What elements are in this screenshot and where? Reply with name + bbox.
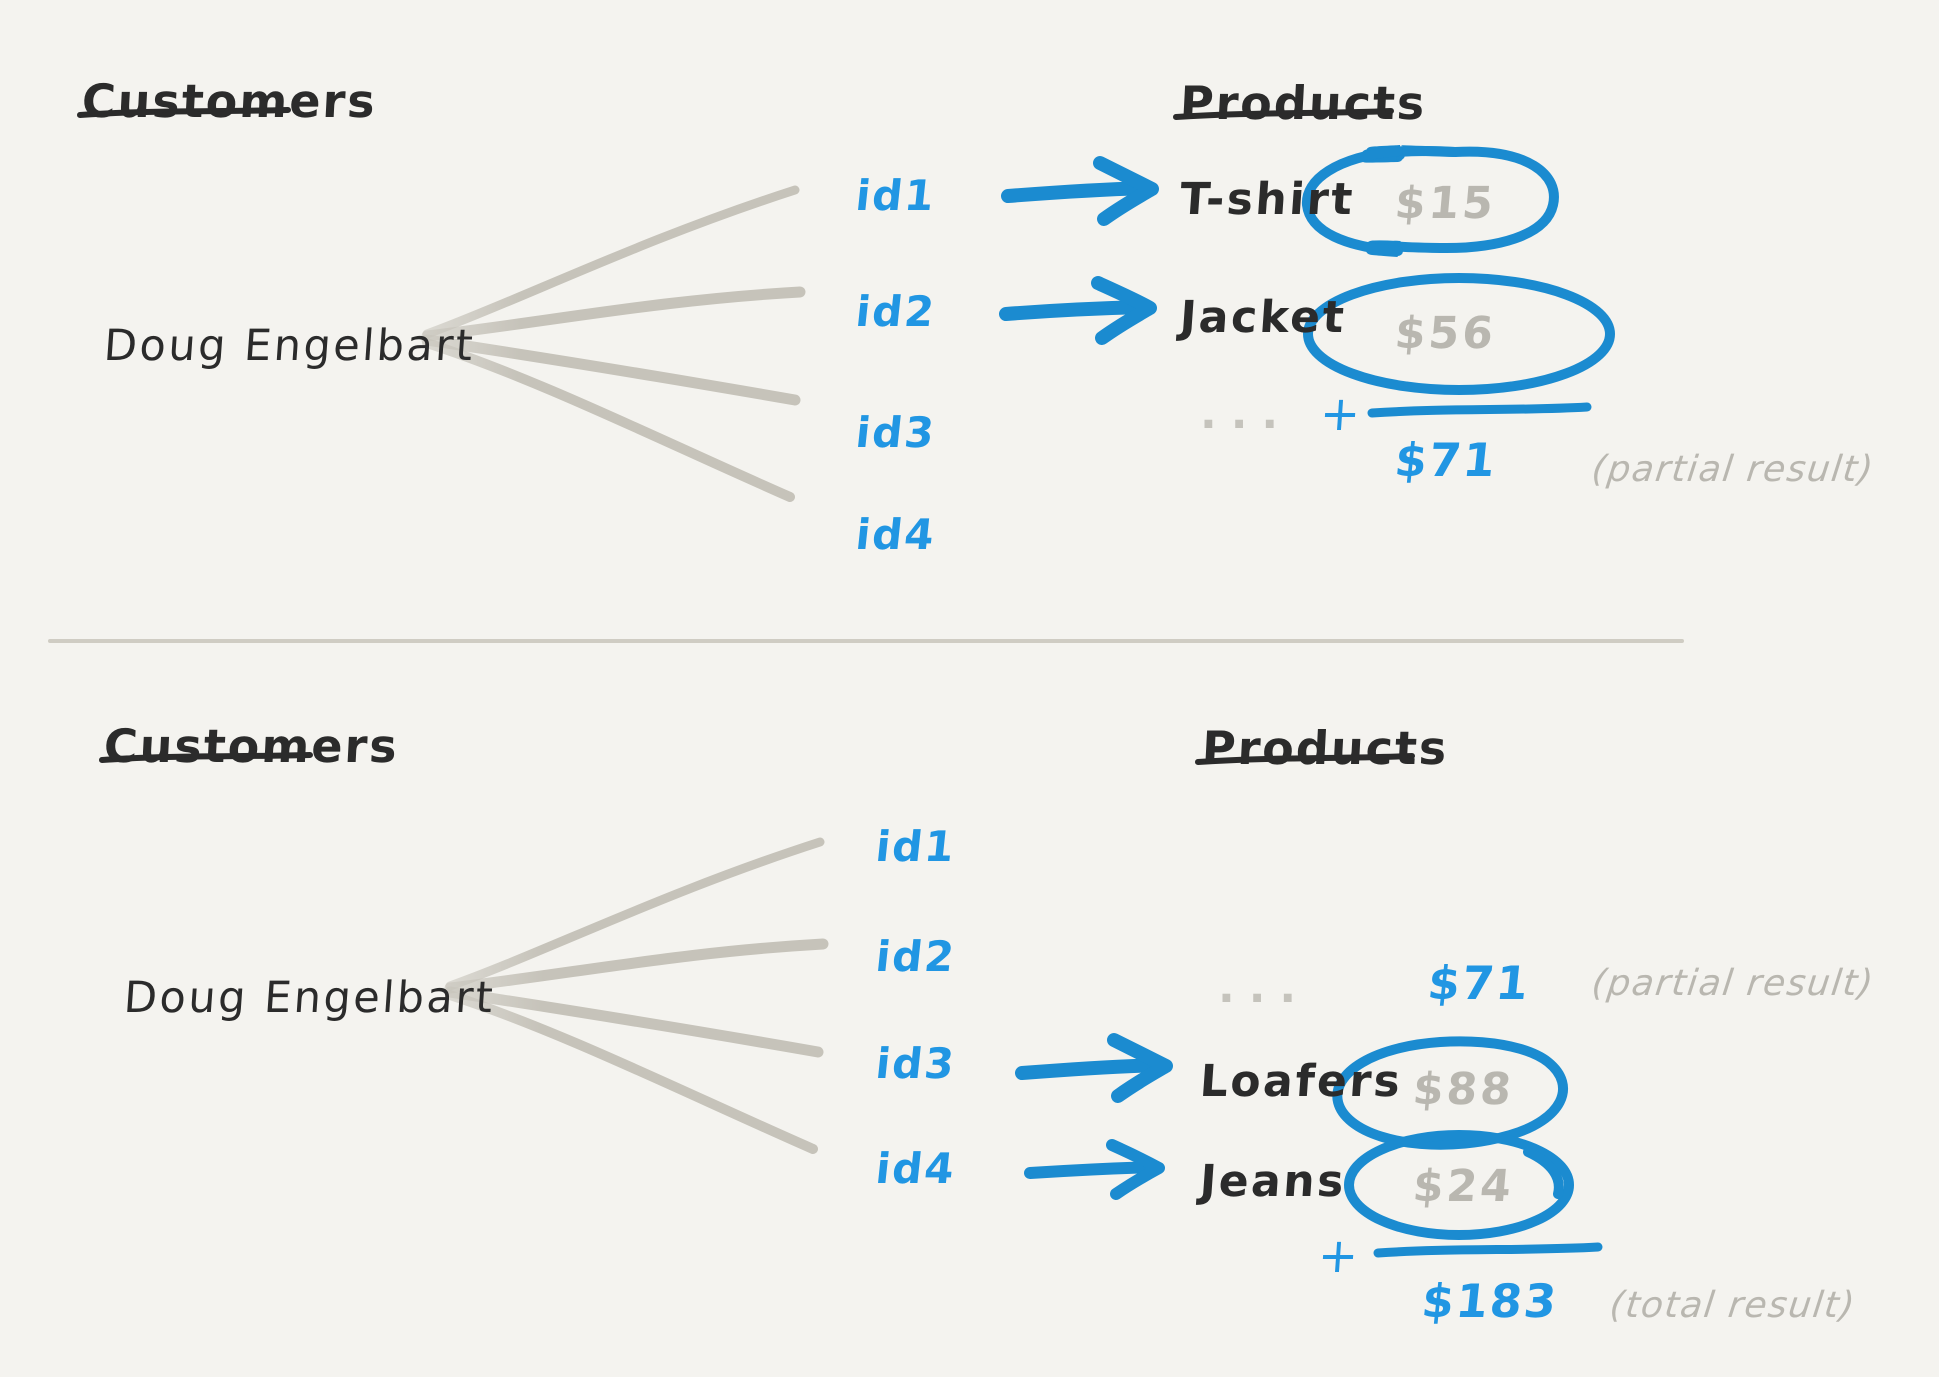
plus-sign-bottom: +	[1316, 1228, 1361, 1284]
product-name-tshirt: T-shirt	[1178, 174, 1357, 225]
id-label-bottom-4[interactable]: id4	[873, 1144, 959, 1193]
customer-name-top: Doug Engelbart	[102, 321, 477, 371]
id-label-bottom-3[interactable]: id3	[873, 1039, 959, 1088]
sum-value-top: $71	[1392, 433, 1500, 487]
plus-sign-top: +	[1318, 386, 1363, 442]
price-jeans: $24	[1410, 1161, 1517, 1212]
fanout-lines-top	[421, 185, 806, 502]
carried-sum-bottom: $71	[1425, 956, 1533, 1010]
arrow-id4-to-jeans	[1024, 1139, 1165, 1200]
heading-customers-top: Customers	[80, 74, 379, 128]
id-label-bottom-2[interactable]: id2	[873, 932, 959, 981]
id-label-top-4[interactable]: id4	[853, 510, 939, 559]
arrow-id3-to-loafers	[1015, 1033, 1173, 1103]
heading-customers-bottom: Customers	[102, 719, 401, 773]
price-tshirt: $15	[1392, 178, 1499, 229]
ellipsis-bottom: ...	[1218, 962, 1311, 1013]
price-jacket: $56	[1392, 308, 1499, 359]
price-loafers: $88	[1410, 1064, 1517, 1115]
heading-products-top: Products	[1178, 76, 1428, 130]
customer-name-bottom: Doug Engelbart	[122, 973, 497, 1023]
product-name-loafers: Loafers	[1198, 1056, 1405, 1107]
sum-line-bottom	[1373, 1242, 1603, 1258]
arrow-id1-to-tshirt	[1001, 156, 1159, 226]
sum-value-bottom: $183	[1419, 1274, 1561, 1328]
note-partial-result-top: (partial result)	[1589, 449, 1877, 490]
id-label-top-2[interactable]: id2	[853, 287, 939, 336]
fanout-lines-bottom	[444, 837, 829, 1154]
note-partial-result-bottom: (partial result)	[1589, 963, 1877, 1004]
sum-line-top	[1367, 402, 1592, 418]
ellipsis-top: ...	[1200, 388, 1293, 439]
id-label-bottom-1[interactable]: id1	[873, 822, 959, 871]
id-label-top-1[interactable]: id1	[853, 171, 939, 220]
id-label-top-3[interactable]: id3	[853, 408, 939, 457]
product-name-jacket: Jacket	[1178, 292, 1348, 343]
product-name-jeans: Jeans	[1198, 1156, 1348, 1207]
arrow-id2-to-jacket	[999, 276, 1157, 345]
note-total-result: (total result)	[1607, 1285, 1859, 1326]
heading-products-bottom: Products	[1200, 721, 1450, 775]
